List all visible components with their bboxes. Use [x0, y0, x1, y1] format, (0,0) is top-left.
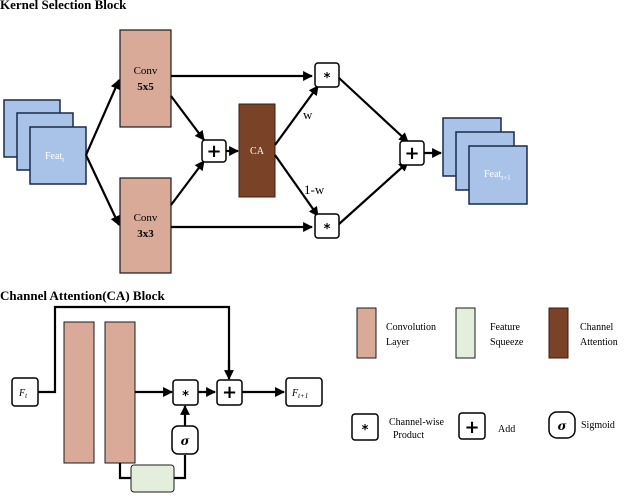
arrow-conv5-to-add: [170, 95, 205, 141]
ca-label: CA: [250, 146, 265, 157]
multiply-icon: *: [324, 222, 331, 237]
ca-box: [238, 103, 276, 198]
title-channel-attention-block: Channel Attention(CA) Block: [0, 288, 165, 303]
cab-input-label: Ft: [18, 388, 28, 400]
arrow-conv3-to-add: [170, 160, 205, 206]
one-minus-w-label: 1-w: [304, 182, 325, 197]
conv-5x5-block: Conv 5x5: [119, 29, 172, 128]
cab-add-node: +: [216, 379, 243, 406]
output-feature-stack: Featt+1: [442, 117, 528, 205]
legend-add-box: [458, 412, 486, 440]
arrow-input-to-conv5: [84, 79, 121, 156]
arrow-input-to-conv3: [85, 154, 120, 226]
arrow-top-multiply-to-add: [338, 77, 409, 143]
add-icon: +: [464, 417, 479, 438]
sigmoid-icon: σ: [558, 419, 567, 433]
legend-attention-line2: Attention: [580, 337, 618, 348]
multiply-box: [314, 62, 340, 88]
multiply-icon: *: [182, 389, 189, 404]
legend-product-line1: Channel-wise: [389, 417, 445, 428]
w-label: w: [303, 107, 313, 122]
arrow-bottom-multiply-to-add: [338, 161, 409, 225]
conv-layer-box: [119, 177, 172, 274]
title-kernel-selection-block: Kernel Selection Block: [0, 0, 127, 12]
legend-sigmoid-label: Sigmoid: [581, 420, 615, 431]
legend-product-line2: Product: [393, 430, 424, 441]
legend-swatch-convolution: [356, 307, 377, 359]
feature-map-layer: [29, 126, 87, 185]
conv-3x3-label: Conv: [134, 212, 158, 224]
add-node-ksb-right: +: [399, 140, 425, 166]
add-node-ksb-left: +: [201, 139, 227, 163]
cab-output-box: [285, 377, 323, 407]
input-feature-label: Featt: [45, 151, 64, 164]
legend-squeeze-line2: Squeeze: [490, 337, 524, 348]
skip-connection-line: [38, 305, 231, 394]
multiply-box: [314, 213, 340, 239]
cab-input-node: Ft: [11, 377, 39, 407]
legend-sigmoid-box: [548, 411, 576, 439]
cab-output-label: Ft+1: [291, 388, 308, 400]
conv-5x5-label: Conv: [134, 65, 158, 77]
legend-product-box: [351, 413, 379, 441]
input-feature-stack: Featt: [3, 99, 87, 185]
legend-squeeze-line1: Feature: [490, 322, 521, 333]
output-feature-label: Featt+1: [484, 169, 511, 182]
cab-multiply-node: *: [172, 379, 199, 406]
arrow-ca-to-bottom-multiply: [274, 154, 319, 217]
channel-attention-block: CA: [238, 103, 276, 198]
legend-swatch-squeeze: [455, 307, 476, 359]
add-icon: +: [222, 382, 237, 403]
conv-3x3-block: Conv 3x3: [119, 177, 172, 274]
legend-attention-line1: Channel: [580, 322, 614, 333]
add-icon: +: [404, 143, 419, 164]
arrow-ca-to-top-multiply: [274, 85, 319, 146]
legend-convolution-line2: Layer: [386, 337, 410, 348]
cab-conv-layer-2: [104, 321, 136, 464]
feature-squeeze-box: [130, 464, 175, 493]
sigmoid-icon: σ: [181, 434, 190, 448]
legend: Convolution Layer Feature Squeeze Channe…: [351, 307, 618, 441]
sigmoid-node: σ: [171, 425, 199, 455]
conv-3x3-size: 3x3: [137, 228, 154, 240]
conv-layer-box: [119, 29, 172, 128]
conv-5x5-size: 5x5: [137, 81, 154, 93]
legend-add-label: Add: [498, 424, 515, 435]
add-icon: +: [206, 141, 221, 162]
squeeze-to-sigmoid-line: [174, 455, 187, 480]
cab-conv-layer-1: [63, 321, 95, 464]
squeeze-branch-line: [118, 463, 131, 480]
legend-swatch-attention: [548, 307, 569, 359]
multiply-node-bottom: *: [314, 213, 340, 239]
multiply-icon: *: [362, 423, 369, 438]
multiply-icon: *: [324, 71, 331, 86]
multiply-node-top: *: [314, 62, 340, 88]
feature-map-layer: [468, 145, 528, 205]
legend-convolution-line1: Convolution: [386, 322, 436, 333]
cab-output-node: Ft+1: [285, 377, 323, 407]
